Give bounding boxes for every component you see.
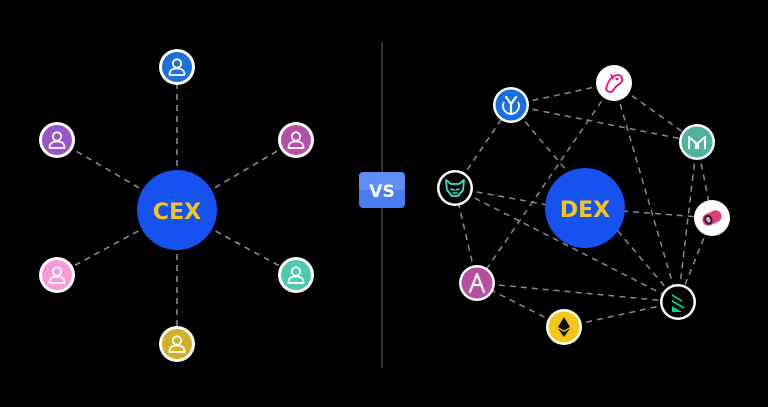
- user-icon: [48, 266, 66, 284]
- user-node-user-upper-right: [278, 122, 314, 158]
- maker-icon: [679, 124, 715, 160]
- sushi-icon: [694, 200, 730, 236]
- vs-label: VS: [369, 182, 394, 202]
- user-icon: [168, 335, 186, 353]
- dex-protocol-nodes: [437, 65, 730, 345]
- user-node-user-lower-left: [39, 257, 75, 293]
- cex-hub: CEX: [137, 170, 217, 250]
- vs-badge: VS: [359, 172, 405, 208]
- dex-hub: DEX: [545, 168, 625, 248]
- cex-users: [39, 49, 314, 362]
- ethereum-icon: [546, 309, 582, 345]
- aave-icon: [459, 265, 495, 301]
- dex-label: DEX: [560, 198, 610, 223]
- user-node-user-bottom: [159, 326, 195, 362]
- user-icon: [287, 131, 305, 149]
- user-icon: [168, 58, 186, 76]
- user-node-user-lower-right: [278, 257, 314, 293]
- user-node-user-upper-left: [39, 122, 75, 158]
- compound-icon: [660, 284, 696, 320]
- user-icon: [48, 131, 66, 149]
- uniswap-icon: [596, 65, 632, 101]
- yearn-icon: [493, 87, 529, 123]
- user-icon: [287, 266, 305, 284]
- user-node-user-top: [159, 49, 195, 85]
- cex-label: CEX: [153, 200, 201, 225]
- lynx-icon: [437, 170, 473, 206]
